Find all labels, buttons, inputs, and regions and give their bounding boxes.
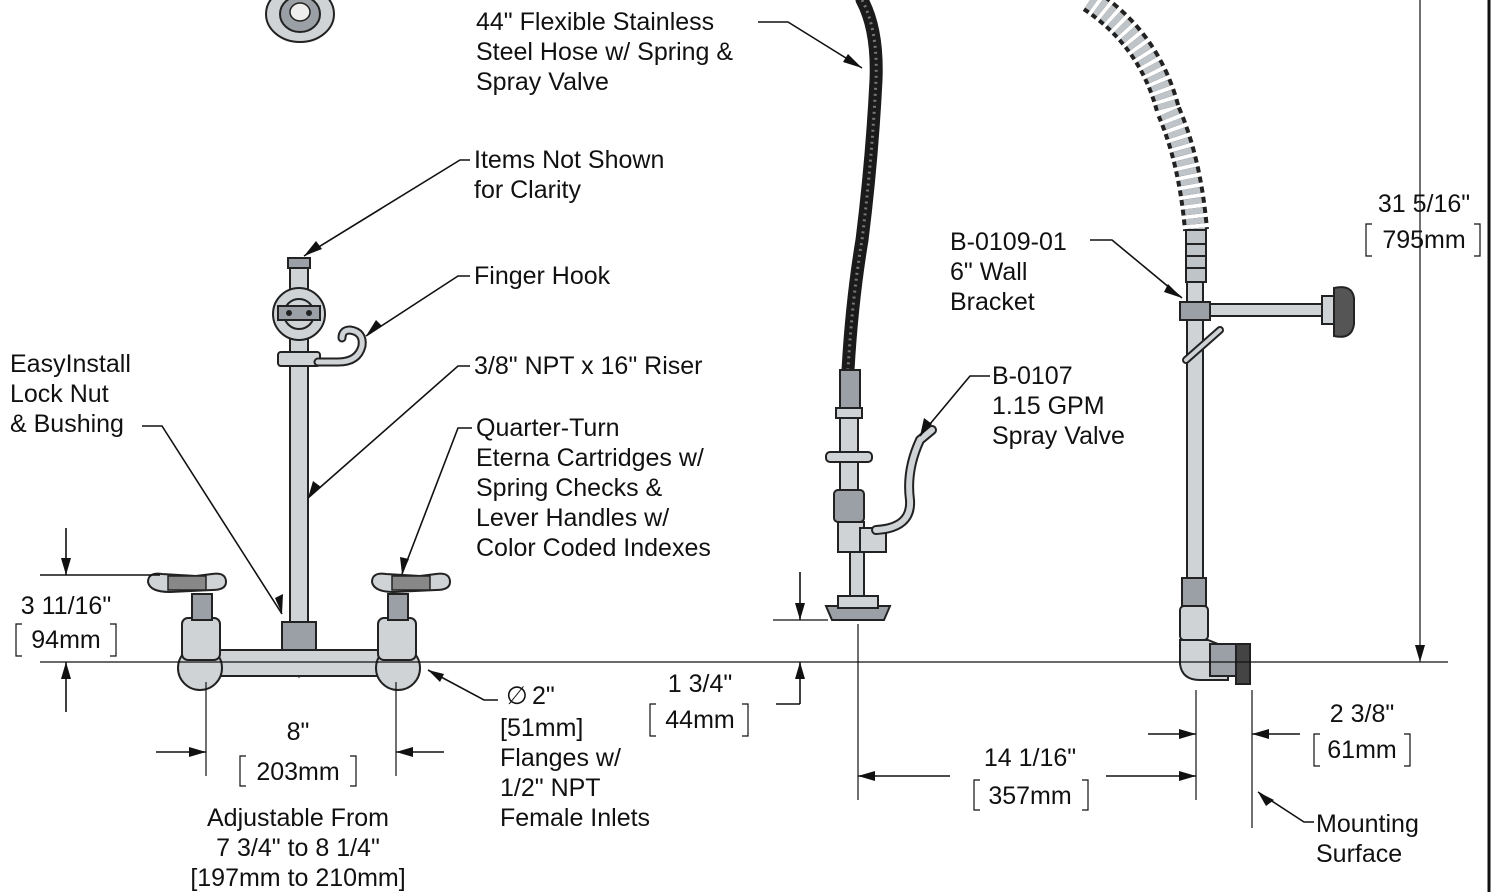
dim-2-3-8-metric: 61mm xyxy=(1327,736,1396,764)
mounting-surface-label: Mounting Surface xyxy=(1316,810,1419,868)
spray-valve-line-1: B-0107 xyxy=(992,362,1073,390)
dim-31-5-16-imperial: 31 5/16" xyxy=(1378,190,1470,218)
prerinse-riser xyxy=(1186,281,1204,583)
hose-label-line-3: Spray Valve xyxy=(476,68,609,96)
adjustable-line-2: 7 3/4" to 8 1/4" xyxy=(216,834,380,862)
spray-valve-label: B-0107 1.15 GPM Spray Valve xyxy=(992,362,1125,450)
hose-label-line-1: 44" Flexible Stainless xyxy=(476,8,714,36)
right-valve xyxy=(370,572,452,691)
spray-valve-line-2: 1.15 GPM xyxy=(992,392,1105,420)
riser-label: 3/8" NPT x 16" Riser xyxy=(474,352,702,380)
dim-3-11-16: 3 11/16" 94mm xyxy=(21,592,111,654)
flanges-line-1: [51mm] xyxy=(500,714,583,742)
items-not-shown-label: Items Not Shown for Clarity xyxy=(474,146,664,204)
dim-1-3-4-imperial: 1 3/4" xyxy=(668,670,732,698)
adjustable-label: Adjustable From 7 3/4" to 8 1/4" [197mm … xyxy=(190,804,405,892)
dim-14-1-16: 14 1/16" 357mm xyxy=(984,744,1076,810)
cartridges-line-3: Spring Checks & xyxy=(476,474,663,502)
riser-wall-plate xyxy=(272,287,326,341)
adjustable-line-3: [197mm to 210mm] xyxy=(190,864,405,892)
easyinstall-line-1: EasyInstall xyxy=(10,350,131,378)
flanges-line-2: Flanges w/ xyxy=(500,744,621,772)
wall-bracket-line-2: 6" Wall xyxy=(950,258,1027,286)
mounting-line-2: Surface xyxy=(1316,840,1402,868)
dim-1-3-4-metric: 44mm xyxy=(665,706,734,734)
easyinstall-line-2: Lock Nut xyxy=(10,380,109,408)
wall-bracket-line-1: B-0109-01 xyxy=(950,228,1067,256)
faucet-assembly xyxy=(146,0,452,691)
cartridges-line-2: Eterna Cartridges w/ xyxy=(476,444,704,472)
wall-bracket-line-3: Bracket xyxy=(950,288,1035,316)
items-not-shown-line-2: for Clarity xyxy=(474,176,581,204)
arrowheads xyxy=(61,54,1425,806)
dim-2-3-8-imperial: 2 3/8" xyxy=(1330,700,1394,728)
dim-31-5-16: 31 5/16" 795mm xyxy=(1378,190,1470,254)
leader-lines xyxy=(142,21,1314,823)
hose-spring-coil xyxy=(1082,0,1209,283)
faucet-body xyxy=(189,649,409,677)
flange-diameter: 2" xyxy=(532,682,555,710)
dim-8-imperial: 8" xyxy=(287,718,310,746)
cartridges-line-1: Quarter-Turn xyxy=(476,414,620,442)
easyinstall-line-3: & Bushing xyxy=(10,410,124,438)
mounting-line-1: Mounting xyxy=(1316,810,1419,838)
top-fitting-partial xyxy=(265,0,335,43)
dim-14-1-16-metric: 357mm xyxy=(988,782,1071,810)
flanges-line-3: 1/2" NPT xyxy=(500,774,601,802)
prerinse-assembly xyxy=(824,0,1355,685)
spray-valve-line-3: Spray Valve xyxy=(992,422,1125,450)
dim-8-metric: 203mm xyxy=(256,758,339,786)
dim-3-11-16-imperial: 3 11/16" xyxy=(21,592,111,620)
finger-hook-label: Finger Hook xyxy=(474,262,611,290)
hose-label: 44" Flexible Stainless Steel Hose w/ Spr… xyxy=(476,8,733,96)
dim-31-5-16-metric: 795mm xyxy=(1382,226,1465,254)
cartridges-line-5: Color Coded Indexes xyxy=(476,534,711,562)
easyinstall-label: EasyInstall Lock Nut & Bushing xyxy=(10,350,131,438)
diameter-symbol: ∅ xyxy=(506,682,528,710)
wall-bracket-label: B-0109-01 6" Wall Bracket xyxy=(950,228,1067,316)
dim-14-1-16-imperial: 14 1/16" xyxy=(984,744,1076,772)
dim-2-3-8: 2 3/8" 61mm xyxy=(1327,700,1396,764)
cartridges-line-4: Lever Handles w/ xyxy=(476,504,669,532)
hose-label-line-2: Steel Hose w/ Spring & xyxy=(476,38,733,66)
flanges-label: ∅ 2" [51mm] Flanges w/ 1/2" NPT Female I… xyxy=(500,682,650,832)
metric-brackets xyxy=(15,223,1481,811)
dim-8: 8" 203mm xyxy=(256,718,339,786)
flanges-line-4: Female Inlets xyxy=(500,804,650,832)
dim-1-3-4: 1 3/4" 44mm xyxy=(665,670,734,734)
left-valve xyxy=(146,572,228,691)
items-not-shown-line-1: Items Not Shown xyxy=(474,146,664,174)
adjustable-line-1: Adjustable From xyxy=(207,804,389,832)
cartridges-label: Quarter-Turn Eterna Cartridges w/ Spring… xyxy=(476,414,711,562)
dim-3-11-16-metric: 94mm xyxy=(31,626,100,654)
